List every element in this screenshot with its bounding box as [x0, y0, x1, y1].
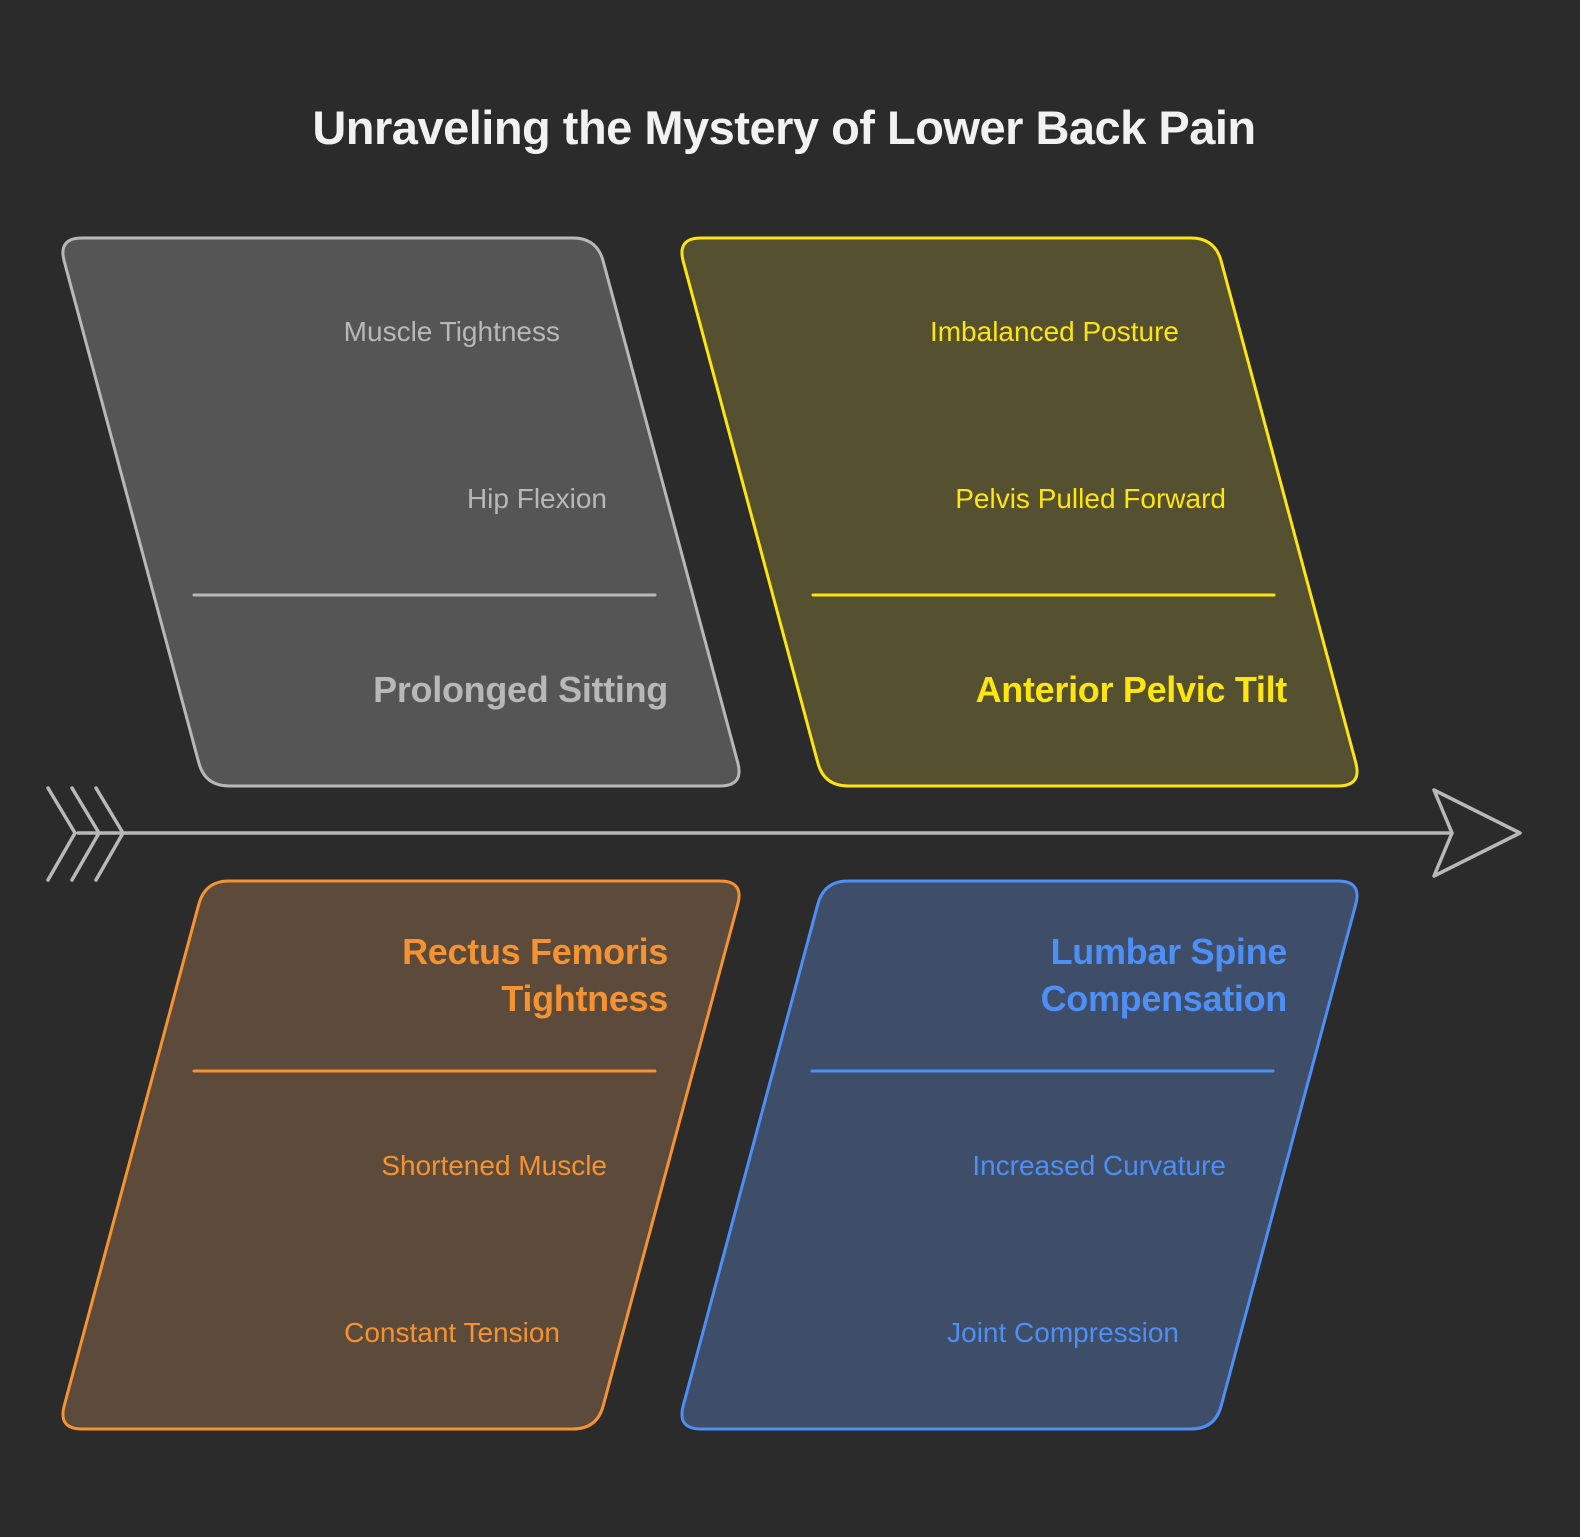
card-shape	[680, 236, 1359, 788]
category-card-lumbar-spine-compensation	[680, 879, 1359, 1431]
category-heading-line: Rectus Femoris	[402, 931, 668, 972]
category-heading: Anterior Pelvic Tilt	[975, 669, 1288, 710]
arrowhead-icon	[1432, 788, 1522, 878]
cause-label: Shortened Muscle	[381, 1150, 607, 1181]
cause-label: Constant Tension	[344, 1317, 560, 1348]
category-heading: Prolonged Sitting	[373, 669, 668, 710]
cause-label: Joint Compression	[947, 1317, 1179, 1348]
cause-label: Hip Flexion	[466, 483, 607, 514]
card-shape	[61, 236, 741, 788]
card-shape	[61, 879, 741, 1431]
card-shape	[680, 879, 1359, 1431]
cause-label: Increased Curvature	[972, 1150, 1226, 1181]
category-heading-line: Compensation	[1040, 978, 1288, 1019]
category-heading-line: Tightness	[501, 978, 668, 1019]
cause-label: Muscle Tightness	[343, 316, 560, 347]
category-card-prolonged-sitting	[61, 236, 741, 788]
diagram-title: Unraveling the Mystery of Lower Back Pai…	[312, 101, 1256, 154]
category-heading-line: Lumbar Spine	[1050, 931, 1288, 972]
cause-label: Pelvis Pulled Forward	[955, 483, 1226, 514]
fishbone-spine	[46, 786, 1522, 882]
tail-chevrons-icon	[46, 786, 125, 882]
cause-label: Imbalanced Posture	[929, 316, 1179, 347]
category-card-rectus-femoris-tightness	[61, 879, 741, 1431]
category-card-anterior-pelvic-tilt	[680, 236, 1359, 788]
